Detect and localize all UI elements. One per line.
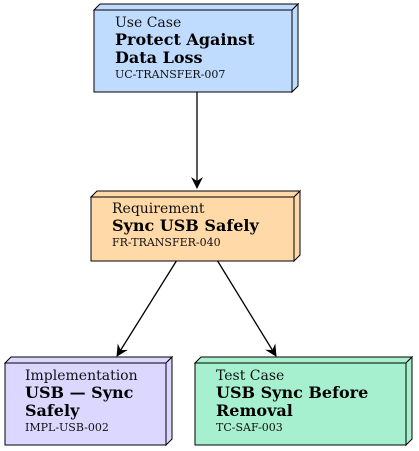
- node-test-case-kind: Test Case: [216, 368, 284, 384]
- node-implementation-kind: Implementation: [25, 368, 138, 384]
- node-use-case-title-line-2: Data Loss: [115, 48, 203, 67]
- node-implementation-code: IMPL-USB-002: [25, 421, 109, 434]
- node-requirement-title-line-1: Sync USB Safely: [112, 216, 259, 235]
- node-requirement-side-face: [293, 189, 301, 263]
- node-test-case: Test Case USB Sync Before Removal TC-SAF…: [193, 355, 414, 447]
- node-requirement: Requirement Sync USB Safely FR-TRANSFER-…: [89, 189, 302, 263]
- node-test-case-title-line-1: USB Sync Before: [216, 383, 368, 402]
- node-implementation-front-face: [4, 362, 167, 446]
- node-implementation-top-face: [3, 356, 174, 364]
- node-use-case-code: UC-TRANSFER-007: [115, 68, 225, 81]
- node-test-case-top-face: [193, 356, 414, 364]
- node-use-case-kind: Use Case: [115, 15, 181, 31]
- node-use-case-side-face: [291, 2, 299, 94]
- node-test-case-code: TC-SAF-003: [216, 421, 283, 434]
- node-requirement-top-face: [89, 190, 302, 198]
- edge-requirement-to-test-case: [216, 259, 277, 357]
- node-use-case-front-face: [93, 9, 293, 93]
- node-requirement-kind: Requirement: [112, 201, 205, 217]
- node-implementation: Implementation USB — Sync Safely IMPL-US…: [3, 355, 174, 447]
- edges: [116, 92, 277, 357]
- node-implementation-title-line-1: USB — Sync: [25, 383, 134, 402]
- edge-requirement-to-implementation: [116, 259, 178, 357]
- node-implementation-side-face: [165, 355, 173, 447]
- node-test-case-side-face: [405, 355, 413, 447]
- node-use-case-title-line-1: Protect Against: [115, 30, 255, 49]
- node-requirement-front-face: [90, 196, 295, 262]
- node-test-case-front-face: [194, 362, 407, 446]
- node-use-case-top-face: [92, 3, 300, 11]
- node-requirement-code: FR-TRANSFER-040: [112, 236, 221, 249]
- node-implementation-title-line-2: Safely: [25, 401, 80, 420]
- node-test-case-title-line-2: Removal: [216, 401, 293, 420]
- node-use-case: Use Case Protect Against Data Loss UC-TR…: [92, 2, 300, 94]
